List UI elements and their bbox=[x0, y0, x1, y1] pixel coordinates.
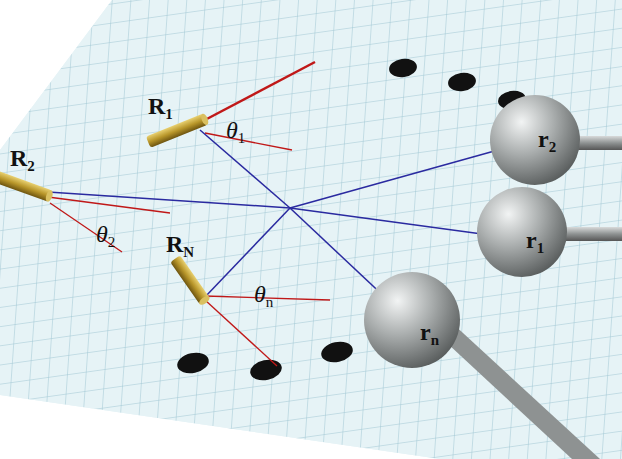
symbol-label: θ2 bbox=[96, 222, 115, 250]
probe-spheres bbox=[364, 95, 622, 459]
symbol-label: R2 bbox=[10, 146, 35, 174]
symbol-label: r2 bbox=[538, 127, 556, 155]
rods bbox=[0, 113, 211, 307]
symbol-label: θ1 bbox=[226, 118, 245, 146]
marker-dots bbox=[175, 57, 527, 383]
symbol-label: rn bbox=[420, 320, 439, 348]
symbol-label: R1 bbox=[148, 94, 173, 122]
symbol-label: RN bbox=[166, 232, 194, 260]
symbol-label: r1 bbox=[526, 228, 544, 256]
symbol-label: θn bbox=[254, 282, 273, 310]
angle-lines bbox=[48, 62, 330, 366]
